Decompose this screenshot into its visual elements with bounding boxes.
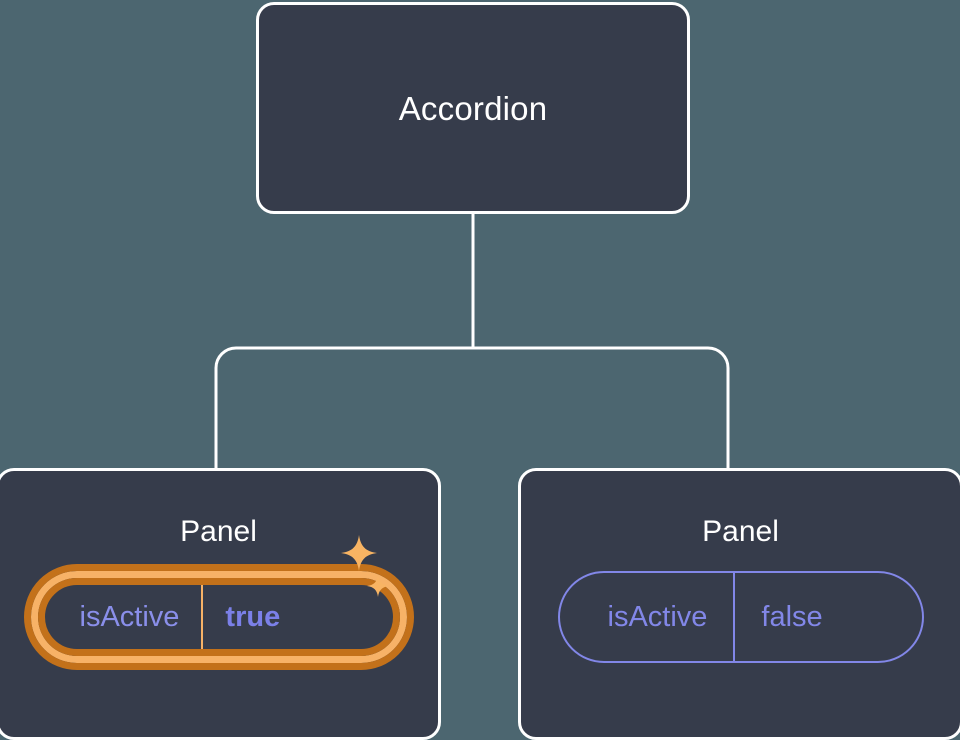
prop-key-label: isActive [79,600,180,633]
prop-key-label: isActive [607,600,708,633]
node-panel-inactive-label: Panel [702,515,779,548]
prop-pill-isactive-true[interactable]: isActive true [23,564,414,670]
edge-branch-right [473,346,730,470]
node-accordion[interactable]: Accordion [256,2,690,214]
node-panel-active[interactable]: Panel isActive true [0,468,441,740]
edge-branch-left [214,346,473,470]
prop-value-label: true [201,578,322,656]
prop-pill-isactive-false[interactable]: isActive false [557,571,924,663]
node-panel-inactive[interactable]: Panel isActive false [518,468,960,740]
node-panel-active-label: Panel [180,515,257,548]
prop-pill-wrap-active: isActive true [23,535,414,670]
prop-pill-wrap-inactive: isActive false [557,571,924,663]
node-accordion-label: Accordion [398,89,548,127]
prop-value-label: false [733,573,870,661]
sparkle-large-icon [340,535,377,571]
